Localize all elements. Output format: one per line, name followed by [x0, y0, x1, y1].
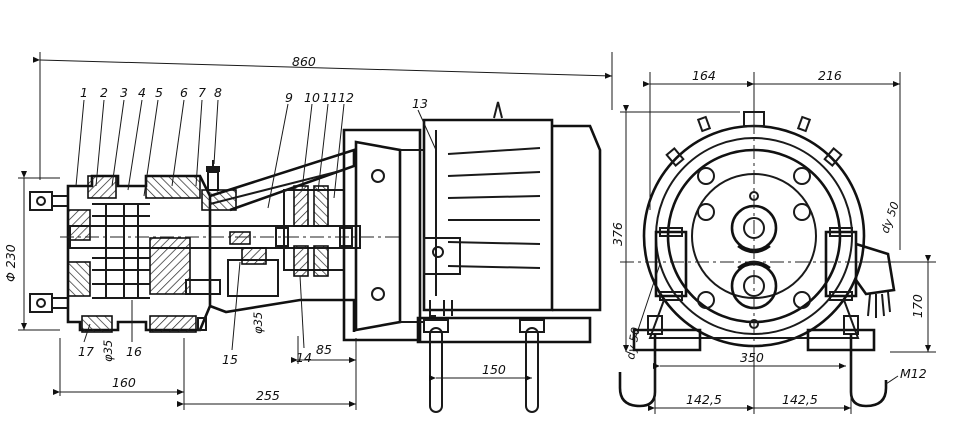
- dim-150-label: 150: [482, 362, 506, 377]
- pump-casing: [66, 174, 212, 333]
- part-numbers: 1 2 3 4 5 6 7 8 9 10 11 12 13 14 15 16 1…: [78, 85, 428, 367]
- motor-flange: [342, 128, 424, 342]
- part-label-15: 15: [222, 352, 238, 367]
- dim-376-label: 376: [610, 222, 625, 246]
- side-view: 860 Φ 230: [3, 52, 613, 413]
- nozzle-right: [824, 227, 896, 318]
- part-label-11: 11: [322, 90, 338, 105]
- dim-170-label: 170: [910, 294, 925, 318]
- dim-height-376: 376: [610, 105, 740, 352]
- mounting-lug-top: [29, 191, 68, 211]
- bracket: [185, 148, 356, 332]
- dim-85-label: 85: [316, 342, 332, 357]
- part-label-2: 2: [100, 85, 108, 100]
- dim-du50-right-label: dy 50: [878, 200, 902, 235]
- dim-164-label: 164: [692, 68, 716, 83]
- dim-160-label: 160: [112, 375, 136, 390]
- part-label-8: 8: [214, 85, 222, 100]
- dim-phi35-a-label: φ35: [101, 340, 115, 362]
- dim-diameter-230: Φ 230: [3, 171, 60, 331]
- thread-m12-label: M12: [900, 366, 927, 381]
- dim-height-170: 170: [860, 255, 936, 353]
- coupling: [275, 185, 353, 277]
- dim-142-5-right-label: 142,5: [782, 392, 818, 407]
- part-label-10: 10: [304, 90, 320, 105]
- dim-255-label: 255: [256, 388, 280, 403]
- dim-side-bottom: 160 255 85 150 φ35 φ35: [53, 312, 532, 410]
- dim-350-label: 350: [740, 350, 764, 365]
- end-view: 164 216 376 170: [610, 68, 936, 414]
- dim-phi35-b-label: φ35: [251, 312, 265, 334]
- part-leaders: [75, 99, 437, 351]
- part-label-9: 9: [285, 90, 293, 105]
- part-label-16: 16: [126, 344, 142, 359]
- part-label-7: 7: [198, 85, 206, 100]
- electric-motor: [422, 101, 602, 317]
- motor-feet: [416, 316, 592, 413]
- part-label-17: 17: [78, 344, 94, 359]
- part-label-12: 12: [338, 90, 354, 105]
- mounting-lug-bottom: [29, 293, 68, 313]
- dim-142-5-left-label: 142,5: [686, 392, 722, 407]
- dim-overall-length: 860: [32, 52, 613, 180]
- dim-end-top: 164 216: [643, 68, 901, 250]
- dim-230-label: Φ 230: [3, 244, 18, 282]
- part-label-4: 4: [138, 85, 146, 100]
- pump-shaft: [60, 225, 400, 249]
- dim-216-label: 216: [818, 68, 842, 83]
- part-label-5: 5: [155, 85, 163, 100]
- pump-rotors: [620, 120, 900, 356]
- part-label-6: 6: [180, 85, 188, 100]
- dim-860-label: 860: [292, 54, 316, 69]
- part-label-14: 14: [296, 350, 312, 365]
- part-label-13: 13: [412, 96, 428, 111]
- part-label-1: 1: [80, 85, 88, 100]
- part-label-3: 3: [120, 85, 128, 100]
- end-view-feet: [618, 315, 888, 408]
- dim-end-bottom: 350 142,5 142,5 M12: [648, 350, 927, 414]
